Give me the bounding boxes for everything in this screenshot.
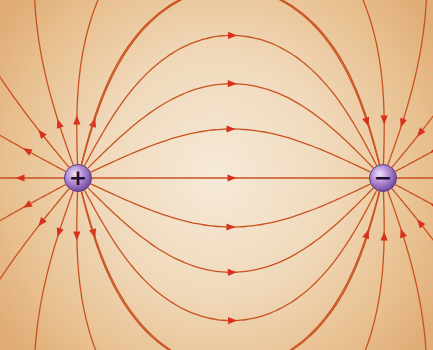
- field-line: [392, 189, 433, 268]
- field-line: [0, 189, 69, 312]
- field-line: [0, 177, 64, 178]
- arrowhead: [417, 219, 425, 228]
- arrowhead: [73, 231, 80, 240]
- field-line: [34, 0, 73, 165]
- field-line: [395, 185, 433, 217]
- field-line: [85, 32, 377, 166]
- arrowhead: [400, 228, 407, 238]
- field-line: [91, 184, 371, 231]
- arrowhead: [23, 148, 33, 156]
- field-line: [91, 125, 371, 172]
- point-charge: −: [369, 164, 397, 192]
- arrowhead: [73, 116, 80, 125]
- field-line-path: [85, 35, 377, 165]
- arrowhead: [228, 317, 237, 324]
- field-line: [353, 0, 384, 164]
- arrowhead: [228, 174, 237, 181]
- arrowhead: [23, 200, 33, 208]
- field-line: [82, 192, 380, 350]
- arrowhead: [380, 231, 387, 240]
- field-line: [0, 45, 69, 168]
- arrowhead: [38, 130, 46, 139]
- arrowhead: [38, 217, 46, 226]
- arrowhead: [417, 127, 425, 136]
- field-line: [77, 192, 105, 350]
- field-line: [0, 185, 66, 234]
- field-line: [392, 88, 433, 167]
- field-line: [85, 190, 377, 324]
- field-line-path: [85, 190, 377, 320]
- field-line: [388, 0, 427, 165]
- field-line: [395, 140, 433, 172]
- charge-sign: +: [69, 167, 87, 189]
- field-line-path: [91, 129, 371, 172]
- arrowhead: [228, 80, 237, 87]
- charge-sign: −: [374, 167, 392, 189]
- field-line: [388, 191, 427, 350]
- field-line: [34, 191, 73, 350]
- arrowhead: [430, 145, 433, 153]
- arrowhead: [430, 203, 433, 211]
- arrowhead: [16, 174, 25, 181]
- field-line: [81, 0, 379, 164]
- field-line: [81, 192, 379, 350]
- arrowhead: [228, 269, 237, 276]
- arrowhead: [362, 229, 369, 239]
- arrowhead: [380, 115, 387, 124]
- field-line: [82, 0, 380, 164]
- arrowhead: [400, 118, 407, 128]
- field-line: [88, 188, 373, 276]
- arrowhead: [57, 227, 64, 237]
- arrowhead: [228, 32, 237, 39]
- field-line: [0, 123, 66, 172]
- field-line: [92, 174, 369, 181]
- field-line: [88, 80, 373, 168]
- arrowhead: [226, 223, 235, 230]
- point-charge: +: [64, 164, 92, 192]
- arrowhead: [226, 125, 235, 132]
- field-line: [77, 0, 108, 164]
- arrowhead: [362, 117, 369, 127]
- field-line: [397, 177, 433, 178]
- field-line-path: [88, 188, 373, 272]
- field-line-path: [91, 184, 371, 227]
- arrowhead: [57, 119, 64, 129]
- field-line-path: [88, 84, 373, 168]
- field-line: [357, 192, 385, 350]
